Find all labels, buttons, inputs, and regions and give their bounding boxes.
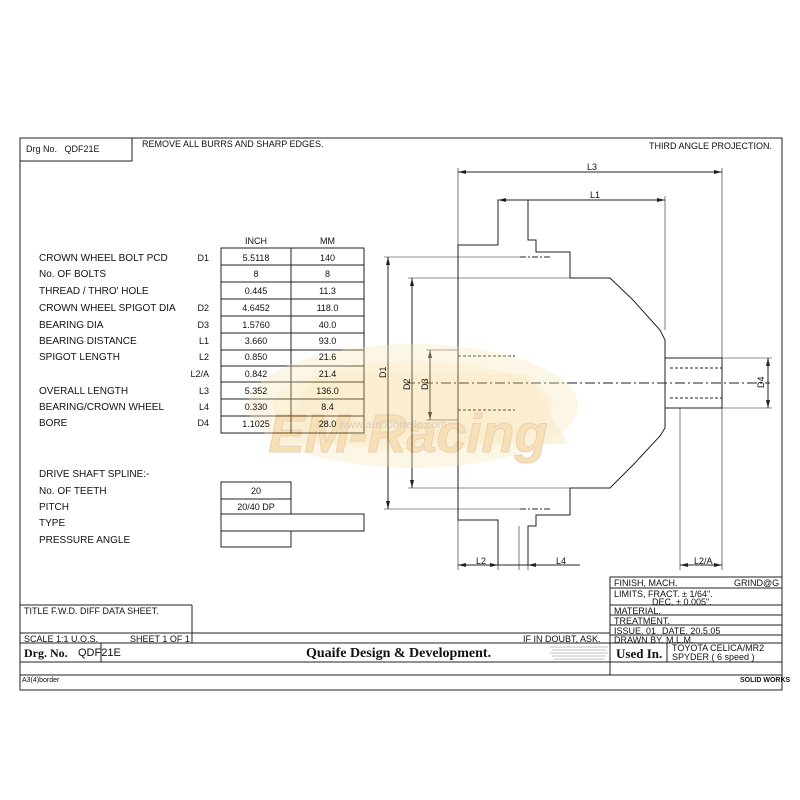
col-header-mm: MM: [320, 236, 335, 246]
row-code: D1: [197, 253, 209, 263]
tb-material: MATERIAL.: [614, 606, 661, 616]
row-inch: 1.5760: [242, 320, 270, 330]
watermark-brand-text: EM-Racing: [268, 404, 547, 464]
tb-limits-fract: LIMITS, FRACT. ± 1/64".: [614, 589, 713, 599]
row-inch: 4.6452: [242, 303, 270, 313]
tb-sheet: SHEET 1 OF 1: [130, 634, 190, 644]
row-mm: 21.6: [318, 352, 337, 362]
row-code: L3: [198, 386, 209, 396]
tb-limits-dec: DEC. ± 0.005".: [652, 597, 712, 607]
row-label: CROWN WHEEL BOLT PCD: [39, 253, 168, 264]
spline-pitch-label: PITCH: [39, 502, 69, 513]
row-mm: 136.0: [316, 386, 339, 396]
tb-if-in-doubt: IF IN DOUBT, ASK.: [523, 634, 601, 644]
spline-table-grid: [220, 481, 365, 548]
row-mm: 8.4: [321, 402, 334, 412]
row-code: L4: [198, 402, 209, 412]
sheet-border: [19, 137, 783, 691]
row-mm: 11.3: [319, 286, 336, 296]
row-code: L2: [198, 352, 209, 362]
copyright-fine-print: [550, 646, 608, 660]
row-label: OVERALL LENGTH: [39, 386, 129, 397]
dim-label-l3: L3: [587, 162, 598, 172]
tb-issue: ISSUE. 01: [614, 626, 657, 636]
tb-grind: GRIND@G: [734, 578, 780, 588]
row-code: D3: [197, 320, 209, 330]
dim-label-l2a: L2/A: [694, 556, 713, 566]
housing-profile: [457, 199, 723, 566]
row-code: D2: [197, 303, 209, 313]
tb-used-in-2: SPYDER ( 6 speed ): [672, 652, 755, 662]
spline-type-label: TYPE: [39, 518, 66, 529]
row-inch: 5.5118: [242, 253, 270, 263]
dim-label-l4: L4: [556, 556, 567, 566]
spline-pitch-value: 20/40 DP: [237, 502, 275, 512]
row-inch: 5.352: [244, 386, 268, 396]
col-header-inch: INCH: [245, 236, 267, 246]
row-inch: 8: [253, 269, 259, 279]
tb-border-label: A3(4)border: [22, 677, 60, 684]
dim-label-d4: D4: [756, 376, 766, 388]
row-inch: 0.850: [244, 352, 268, 362]
row-label: BORE: [39, 418, 68, 429]
row-mm: 21.4: [318, 369, 337, 379]
row-label: SPIGOT LENGTH: [39, 352, 120, 363]
diff-housing-drawing: [384, 168, 772, 570]
dim-label-l1: L1: [590, 190, 601, 200]
drg-number-header: Drg No. QDF21E: [26, 144, 100, 154]
tb-treatment: TREATMENT.: [614, 616, 670, 626]
drg-label: Drg No.: [26, 144, 58, 154]
row-label: BEARING/CROWN WHEEL: [39, 402, 165, 413]
tb-used-in-1: TOYOTA CELICA/MR2: [672, 643, 765, 653]
drg-number-box: [19, 137, 133, 162]
row-code: L1: [198, 336, 209, 346]
tb-drg-number: QDF21E: [78, 647, 121, 659]
tb-used-in-label: Used In.: [616, 646, 663, 661]
row-code: D4: [197, 418, 209, 428]
row-label: BEARING DISTANCE: [39, 336, 137, 347]
row-label: No. OF BOLTS: [39, 269, 107, 280]
drg-number: QDF21E: [64, 144, 100, 154]
dim-label-d1: D1: [378, 366, 388, 378]
row-inch: 0.842: [244, 369, 268, 379]
row-mm: 8: [324, 269, 330, 279]
dimension-arrowheads: [386, 170, 770, 567]
dim-label-l2: L2: [476, 556, 487, 566]
row-mm: 40.0: [318, 320, 337, 330]
row-mm: 140: [319, 253, 336, 263]
tb-company: Quaife Design & Development.: [306, 646, 492, 661]
row-label: CROWN WHEEL SPIGOT DIA: [39, 303, 176, 314]
tb-drawn-by: DRAWN BY. M.L.M.: [614, 635, 694, 645]
data-table-grid: [220, 247, 365, 434]
dim-label-d3: D3: [420, 378, 430, 390]
row-inch: 0.330: [244, 402, 268, 412]
row-mm: 118.0: [316, 303, 339, 313]
row-inch: 3.660: [244, 336, 268, 346]
row-code: L2/A: [190, 369, 209, 379]
tb-finish: FINISH, MACH.: [614, 578, 678, 588]
tb-software: SOLID WORKS: [740, 677, 791, 684]
spline-teeth-value: 20: [250, 486, 261, 496]
em-racing-watermark: EM-Racing www.autoportello.com: [248, 344, 578, 468]
tb-scale: SCALE 1:1 U.O.S.: [24, 634, 99, 644]
row-mm: 93.0: [318, 336, 337, 346]
tb-date: DATE. 20.5.05: [662, 626, 721, 636]
row-label: THREAD / THRO' HOLE: [39, 286, 149, 297]
spline-teeth-label: No. OF TEETH: [39, 486, 107, 497]
projection-note: THIRD ANGLE PROJECTION.: [649, 141, 773, 151]
tb-title: TITLE F.W.D. DIFF DATA SHEET.: [24, 606, 159, 616]
burrs-note: REMOVE ALL BURRS AND SHARP EDGES.: [142, 139, 324, 149]
tb-drg-label: Drg. No.: [24, 646, 68, 660]
row-mm: 28.0: [318, 419, 337, 429]
spline-pressure-label: PRESSURE ANGLE: [39, 535, 131, 546]
row-inch: 0.445: [244, 286, 268, 296]
dim-label-d2: D2: [402, 378, 412, 390]
spline-title: DRIVE SHAFT SPLINE:-: [39, 469, 150, 480]
row-label: BEARING DIA: [39, 320, 104, 331]
title-block-lines: [20, 576, 783, 676]
row-inch: 1.1025: [242, 419, 270, 429]
watermark-url-text: www.autoportello.com: [338, 419, 447, 431]
